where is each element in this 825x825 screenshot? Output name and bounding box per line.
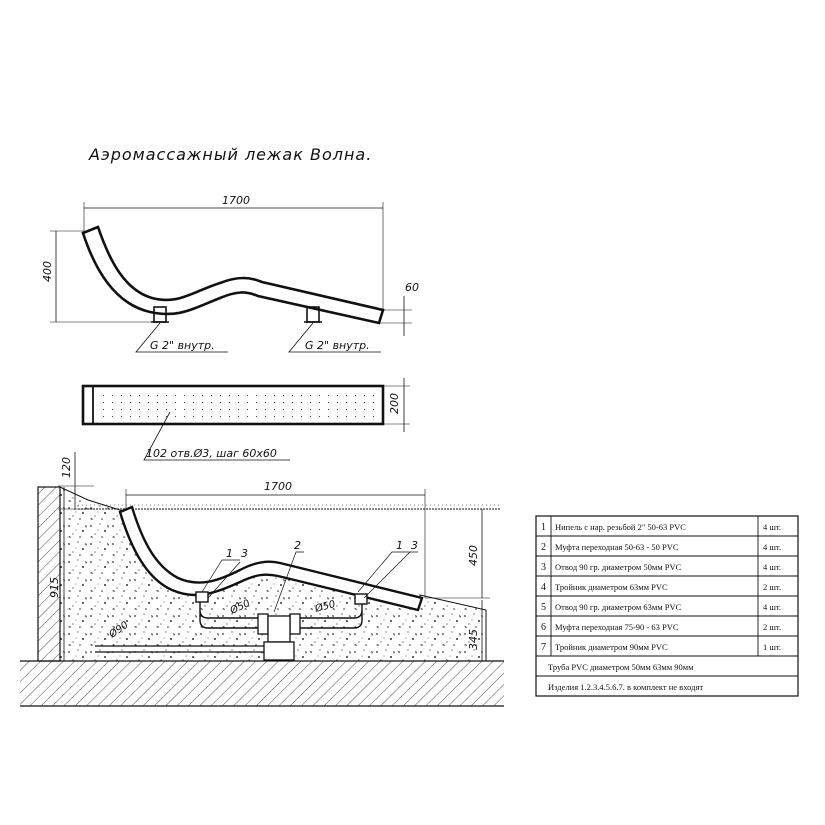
row-number: 2 bbox=[541, 542, 546, 553]
table-border bbox=[535, 515, 799, 697]
callout-1-right: 1 bbox=[396, 539, 403, 552]
table-footer-pipes: Труба PVC диаметром 50мм 63мм 90мм bbox=[548, 662, 694, 672]
air-holes bbox=[99, 391, 375, 420]
dim-height: 400 bbox=[41, 261, 54, 282]
dim-450: 450 bbox=[467, 545, 480, 566]
row-qty: 4 шт. bbox=[763, 542, 781, 552]
section-lounger bbox=[118, 505, 424, 612]
callout-2: 2 bbox=[294, 539, 301, 552]
holes-label: 102 отв.Ø3, шаг 60x60 bbox=[146, 447, 277, 460]
row-number: 5 bbox=[541, 602, 546, 613]
row-qty: 4 шт. bbox=[763, 602, 781, 612]
parts-table: 1 Нипель с нар. резьбой 2" 50-63 PVC 4 шт.… bbox=[535, 515, 799, 697]
row-qty: 2 шт. bbox=[763, 582, 781, 592]
callout-3-left: 3 bbox=[241, 547, 248, 560]
section-dim-length: 1700 bbox=[264, 480, 292, 493]
top-view: 200 102 отв.Ø3, шаг 60x60 bbox=[81, 378, 410, 461]
table-row: 5 Отвод 90 гр. диаметром 63мм PVC 4 шт. bbox=[541, 602, 781, 613]
row-name: Муфта переходная 50-63 - 50 PVC bbox=[555, 542, 679, 552]
callout-3-right: 3 bbox=[411, 539, 418, 552]
fitting-label-left: G 2" внутр. bbox=[150, 339, 215, 352]
dim-top-offset: 120 bbox=[60, 457, 73, 478]
table-row: 6 Муфта переходная 75-90 - 63 PVC 2 шт. bbox=[541, 622, 781, 633]
row-qty: 2 шт. bbox=[763, 622, 781, 632]
row-qty: 1 шт. bbox=[763, 642, 781, 652]
side-view: 1700 400 60 G 2" внутр. G 2" внутр. bbox=[41, 194, 419, 353]
table-row: 3 Отвод 90 гр. диаметром 50мм PVC 4 шт. bbox=[541, 562, 781, 573]
dim-length: 1700 bbox=[222, 194, 250, 207]
table-row: 2 Муфта переходная 50-63 - 50 PVC 4 шт. bbox=[541, 542, 781, 553]
row-number: 6 bbox=[541, 622, 546, 633]
table-row: 1 Нипель с нар. резьбой 2" 50-63 PVC 4 шт. bbox=[541, 522, 781, 533]
row-name: Тройник диаметром 90мм PVC bbox=[555, 642, 668, 652]
drawing-title: Аэромассажный лежак Волна. bbox=[88, 145, 372, 164]
table-footer-note: Изделия 1.2.3.4.5.6.7. в комплект не вхо… bbox=[548, 682, 703, 692]
row-number: 7 bbox=[541, 642, 546, 653]
row-qty: 4 шт. bbox=[763, 562, 781, 572]
row-name: Нипель с нар. резьбой 2" 50-63 PVC bbox=[555, 522, 686, 532]
pool-wall bbox=[37, 486, 61, 662]
pipe-50-right-label: Ø50 bbox=[313, 598, 337, 615]
row-name: Отвод 90 гр. диаметром 63мм PVC bbox=[555, 602, 682, 612]
row-number: 1 bbox=[541, 522, 546, 533]
top-view-outline bbox=[81, 384, 385, 426]
row-qty: 4 шт. bbox=[763, 522, 781, 532]
pipe-network bbox=[199, 596, 363, 629]
row-name: Отвод 90 гр. диаметром 50мм PVC bbox=[555, 562, 682, 572]
table-row: 4 Тройник диаметром 63мм PVC 2 шт. bbox=[541, 582, 781, 593]
dim-total-depth: 915 bbox=[48, 577, 61, 598]
callout-1-left: 1 bbox=[226, 547, 233, 560]
row-number: 4 bbox=[541, 582, 546, 593]
dim-thickness: 60 bbox=[405, 281, 419, 294]
dim-width: 200 bbox=[388, 393, 401, 414]
row-name: Тройник диаметром 63мм PVC bbox=[555, 582, 668, 592]
fitting-label-right: G 2" внутр. bbox=[305, 339, 370, 352]
lounger-profile bbox=[81, 225, 385, 325]
ground bbox=[20, 661, 504, 706]
table-row: 7 Тройник диаметром 90мм PVC 1 шт. bbox=[541, 642, 781, 653]
row-name: Муфта переходная 75-90 - 63 PVC bbox=[555, 622, 679, 632]
section-view: Ø90 Ø50 Ø50 1 3 2 1 3 1700 120 915 450 3… bbox=[20, 452, 504, 707]
dim-345: 345 bbox=[467, 629, 480, 650]
row-number: 3 bbox=[541, 562, 546, 573]
